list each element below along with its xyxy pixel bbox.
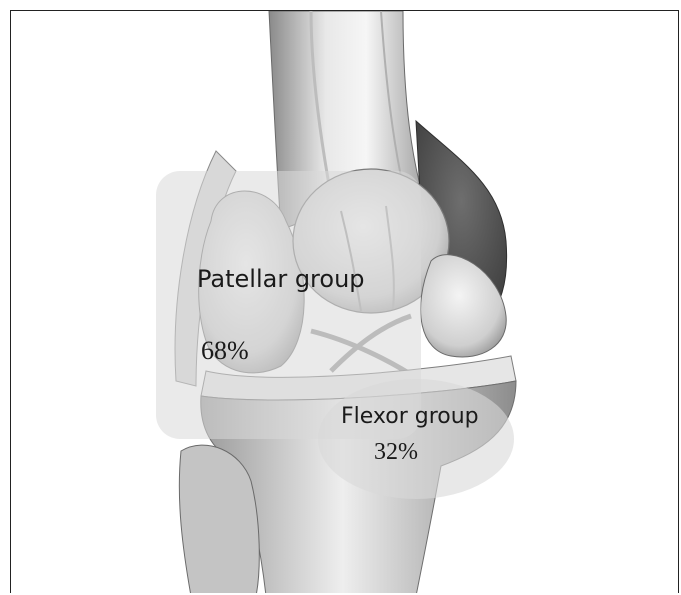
flexor-group-value: 32% [374, 439, 418, 465]
figure-frame: Patellar group 68% Flexor group 32% [10, 10, 679, 593]
patellar-group-label: Patellar group [197, 265, 365, 293]
knee-anatomy-illustration: Patellar group 68% Flexor group 32% [11, 11, 679, 593]
flexor-group-label: Flexor group [341, 404, 479, 429]
patellar-group-value: 68% [201, 336, 249, 365]
